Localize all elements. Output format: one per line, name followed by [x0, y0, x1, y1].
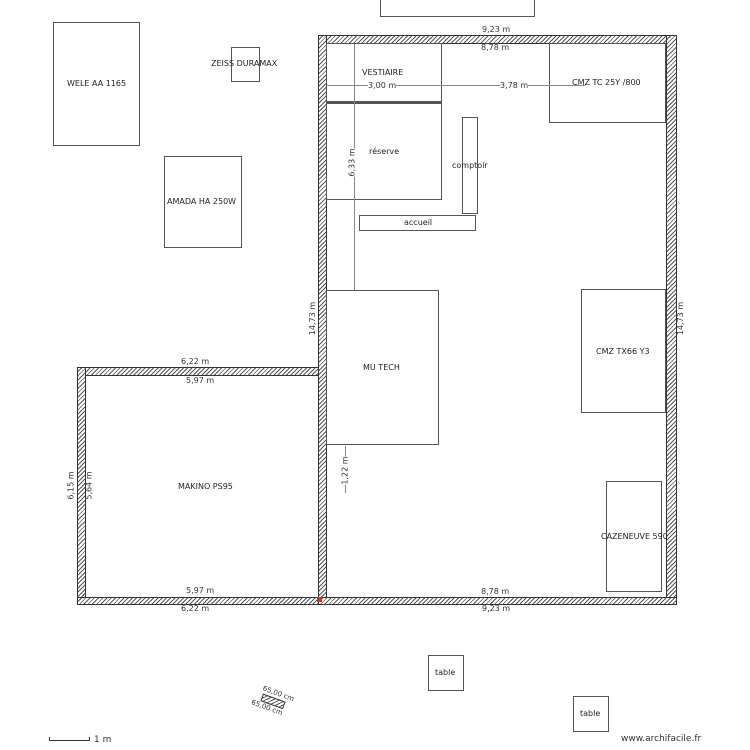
label-table-1: table [435, 668, 456, 677]
dim-annex-outer-height: 6,15 m [66, 471, 76, 500]
label-amada: AMADA HA 250W [167, 197, 237, 206]
object-cazeneuve[interactable] [606, 481, 662, 592]
label-reserve: réserve [369, 147, 400, 156]
dim-annex-inner-width: 5,97 m [186, 376, 215, 385]
label-table-2: table [580, 709, 601, 718]
object-zeiss[interactable] [231, 47, 260, 82]
top-object[interactable] [380, 0, 535, 17]
label-cmz-tc: CMZ TC 25Y /800 [572, 78, 641, 87]
label-accueil: accueil [404, 218, 433, 227]
label-vestiaire: VESTIAIRE [362, 68, 404, 77]
dim-gap-width: 3,78 m [500, 81, 529, 90]
label-comptoir: comptoir [452, 161, 488, 170]
annex-wall-top[interactable] [77, 367, 319, 376]
dim-main-inner-width: 8,78 m [481, 43, 510, 52]
wall-junction-marker [317, 597, 322, 602]
object-wele[interactable] [53, 22, 140, 146]
dim-annex-bottom-inner: 5,97 m [186, 586, 215, 595]
object-mutech[interactable] [326, 290, 439, 445]
dim-main-bottom-inner: 8,78 m [481, 587, 510, 596]
label-cazeneuve: CAZENEUVE 590 [601, 532, 668, 541]
object-table-2[interactable] [573, 696, 609, 732]
label-wele: WELE AA 1165 [67, 79, 127, 88]
label-zeiss: ZEISS DURAMAX [211, 59, 278, 68]
watermark: www.archifacile.fr [621, 734, 702, 744]
dim-left-height: 14,73 m [308, 301, 318, 336]
dim-annex-outer-width: 6,22 m [181, 357, 210, 366]
label-makino: MAKINO PS95 [178, 482, 233, 491]
dim-annex-bottom-outer: 6,22 m [181, 604, 210, 613]
dim-line-horizontal [327, 85, 585, 86]
dim-main-bottom-outer: 9,23 m [482, 604, 511, 613]
object-vestiaire[interactable] [326, 43, 442, 102]
dim-vertical-span: 6,33 m [347, 148, 357, 177]
object-accueil[interactable] [359, 215, 476, 231]
dim-annex-inner-height: 5,64 m [84, 471, 94, 500]
object-reserve[interactable] [326, 103, 442, 200]
object-cmz-tx[interactable] [581, 289, 666, 413]
dim-main-outer-width: 9,23 m [482, 25, 511, 34]
object-table-1[interactable] [428, 655, 464, 691]
object-amada[interactable] [164, 156, 242, 248]
object-comptoir[interactable] [462, 117, 478, 214]
label-cmz-tx: CMZ TX66 Y3 [596, 347, 650, 356]
object-cmz-tc[interactable] [549, 43, 666, 123]
scale-bar [49, 737, 90, 741]
dim-mutech-gap: 1,22 m [340, 456, 350, 485]
dim-vestiaire-width: 3,00 m [368, 81, 397, 90]
dim-right-height: 14,73 m [676, 301, 686, 336]
vestiaire-divider [326, 101, 442, 103]
label-mutech: MU TECH [363, 363, 400, 372]
scale-label: 1 m [94, 735, 112, 745]
small-wall-group[interactable]: 65,00 cm 65,00 cm [248, 682, 305, 727]
